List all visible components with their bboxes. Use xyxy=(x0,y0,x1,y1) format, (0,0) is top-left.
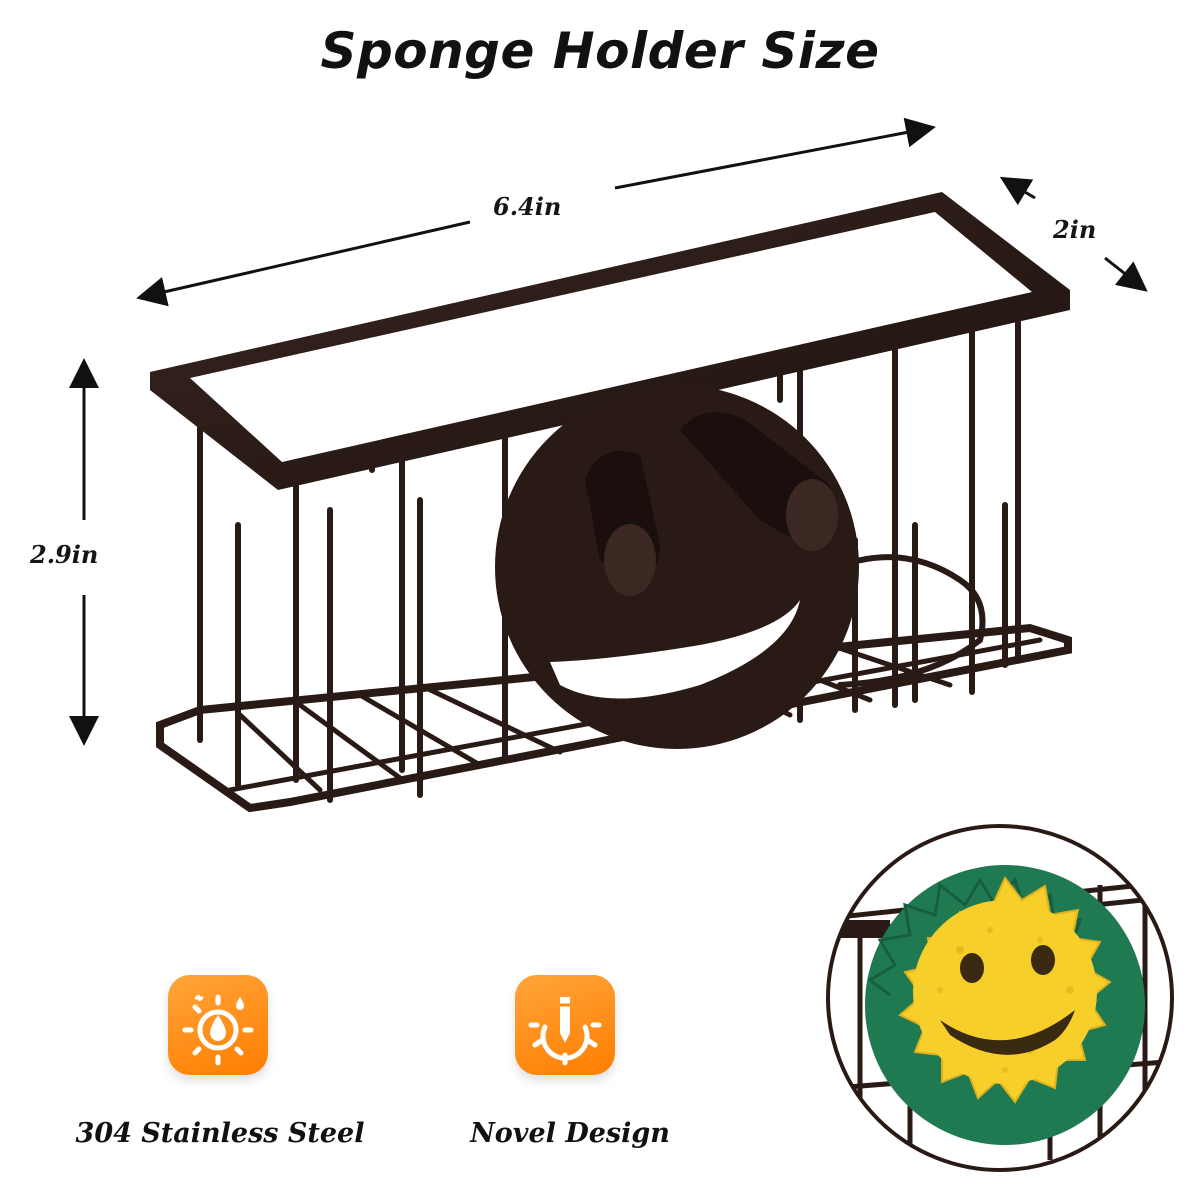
length-arrow xyxy=(136,117,936,307)
feature-label-stainless: 304 Stainless Steel xyxy=(75,1118,365,1149)
height-label: 2.9in xyxy=(30,540,99,569)
sponge-closeup-inset xyxy=(826,824,1174,1172)
sponge-yellow-layer xyxy=(898,876,1112,1104)
page-title: Sponge Holder Size xyxy=(320,22,880,80)
water-drop-gear-icon xyxy=(168,975,268,1075)
depth-label: 2in xyxy=(1053,215,1097,244)
feature-label-novel: Novel Design xyxy=(470,1118,670,1149)
length-label: 6.4in xyxy=(493,192,562,221)
depth-arrow xyxy=(999,176,1148,292)
smiley-clip xyxy=(495,385,859,749)
pen-gear-icon xyxy=(515,975,615,1075)
